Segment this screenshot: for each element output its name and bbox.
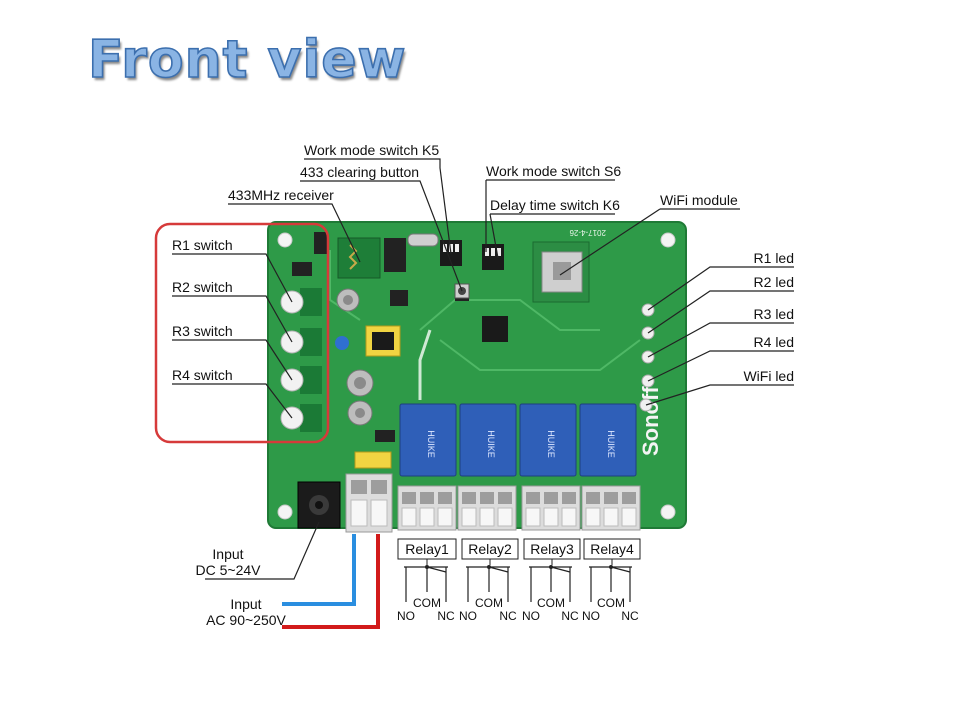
r-switch-highlight-box (154, 222, 330, 444)
relay-body-1: HUIKE (399, 403, 457, 477)
svg-text:NC: NC (561, 609, 579, 623)
relay-1-label: Relay1 (405, 541, 449, 557)
page-title: Front view (87, 29, 407, 91)
terminal-block-1 (397, 485, 457, 531)
relay-1-diagram: Relay1 NO COM NC (397, 538, 457, 623)
svg-text:COM: COM (537, 596, 565, 610)
wifi-module (532, 241, 590, 303)
svg-text:NC: NC (499, 609, 517, 623)
label-input-ac-line2: AC 90~250V (206, 612, 286, 628)
label-wifi-led: WiFi led (743, 368, 794, 384)
label-delay-k6: Delay time switch K6 (490, 197, 620, 213)
label-r1-led: R1 led (754, 250, 794, 266)
label-work-mode-s6: Work mode switch S6 (486, 163, 621, 179)
board-date-mark: 2017-4-26 (569, 228, 606, 237)
label-work-mode-k5: Work mode switch K5 (304, 142, 439, 158)
dip-switch-s6 (482, 244, 504, 270)
relay-4-diagram: Relay4 NO COM NC (582, 538, 641, 623)
svg-text:HUIKE: HUIKE (546, 430, 556, 458)
dc-jack (297, 481, 341, 529)
relay-3-label: Relay3 (530, 541, 574, 557)
callout-labels: Work mode switch K5 433 clearing button … (172, 142, 794, 628)
ac-wire-live (282, 534, 380, 629)
label-input-ac-line1: Input (230, 596, 261, 612)
svg-text:NC: NC (621, 609, 639, 623)
label-r3-led: R3 led (754, 306, 794, 322)
relay-body-2: HUIKE (459, 403, 517, 477)
relay-bodies: HUIKE HUIKE HUIKE HUIKE (399, 403, 637, 477)
svg-text:COM: COM (413, 596, 441, 610)
label-433-receiver: 433MHz receiver (228, 187, 334, 203)
svg-text:NO: NO (582, 609, 600, 623)
svg-text:NO: NO (397, 609, 415, 623)
relay-terminals (397, 485, 641, 531)
relay-contact-diagrams: Relay1 NO COM NC Relay2 (397, 538, 641, 623)
label-r4-led: R4 led (754, 334, 794, 350)
ac-input-terminal (345, 473, 393, 533)
capacitors (335, 288, 374, 426)
r4-switch-button (280, 404, 322, 432)
svg-text:HUIKE: HUIKE (606, 430, 616, 458)
label-input-dc-line1: Input (212, 546, 243, 562)
ic-chips (292, 232, 508, 442)
svg-text:HUIKE: HUIKE (426, 430, 436, 458)
r3-switch-button (280, 366, 322, 394)
receiver-433-module (337, 237, 406, 279)
relay-2-label: Relay2 (468, 541, 512, 557)
svg-text:NC: NC (437, 609, 455, 623)
relay-2-diagram: Relay2 NO COM NC (459, 538, 519, 623)
svg-text:COM: COM (475, 596, 503, 610)
relay-body-3: HUIKE (519, 403, 577, 477)
label-433-clearing: 433 clearing button (300, 164, 419, 180)
label-r4-switch: R4 switch (172, 367, 233, 383)
svg-text:NO: NO (522, 609, 540, 623)
svg-text:NO: NO (459, 609, 477, 623)
label-r2-switch: R2 switch (172, 279, 233, 295)
relay-3-diagram: Relay3 NO COM NC (522, 538, 581, 623)
label-r1-switch: R1 switch (172, 237, 233, 253)
callout-lines (172, 158, 794, 580)
ac-wire-neutral (282, 534, 356, 606)
transformer (354, 325, 401, 469)
label-r3-switch: R3 switch (172, 323, 233, 339)
terminal-block-2 (457, 485, 517, 531)
terminal-block-4 (581, 485, 641, 531)
relay-body-4: HUIKE (579, 403, 637, 477)
relay-4-label: Relay4 (590, 541, 634, 557)
svg-text:HUIKE: HUIKE (486, 430, 496, 458)
svg-text:COM: COM (597, 596, 625, 610)
label-input-dc-line2: DC 5~24V (196, 562, 262, 578)
board-brand-mark: Sonoff (638, 386, 663, 456)
terminal-block-3 (521, 485, 581, 531)
label-wifi-module: WiFi module (660, 192, 738, 208)
label-r2-led: R2 led (754, 274, 794, 290)
